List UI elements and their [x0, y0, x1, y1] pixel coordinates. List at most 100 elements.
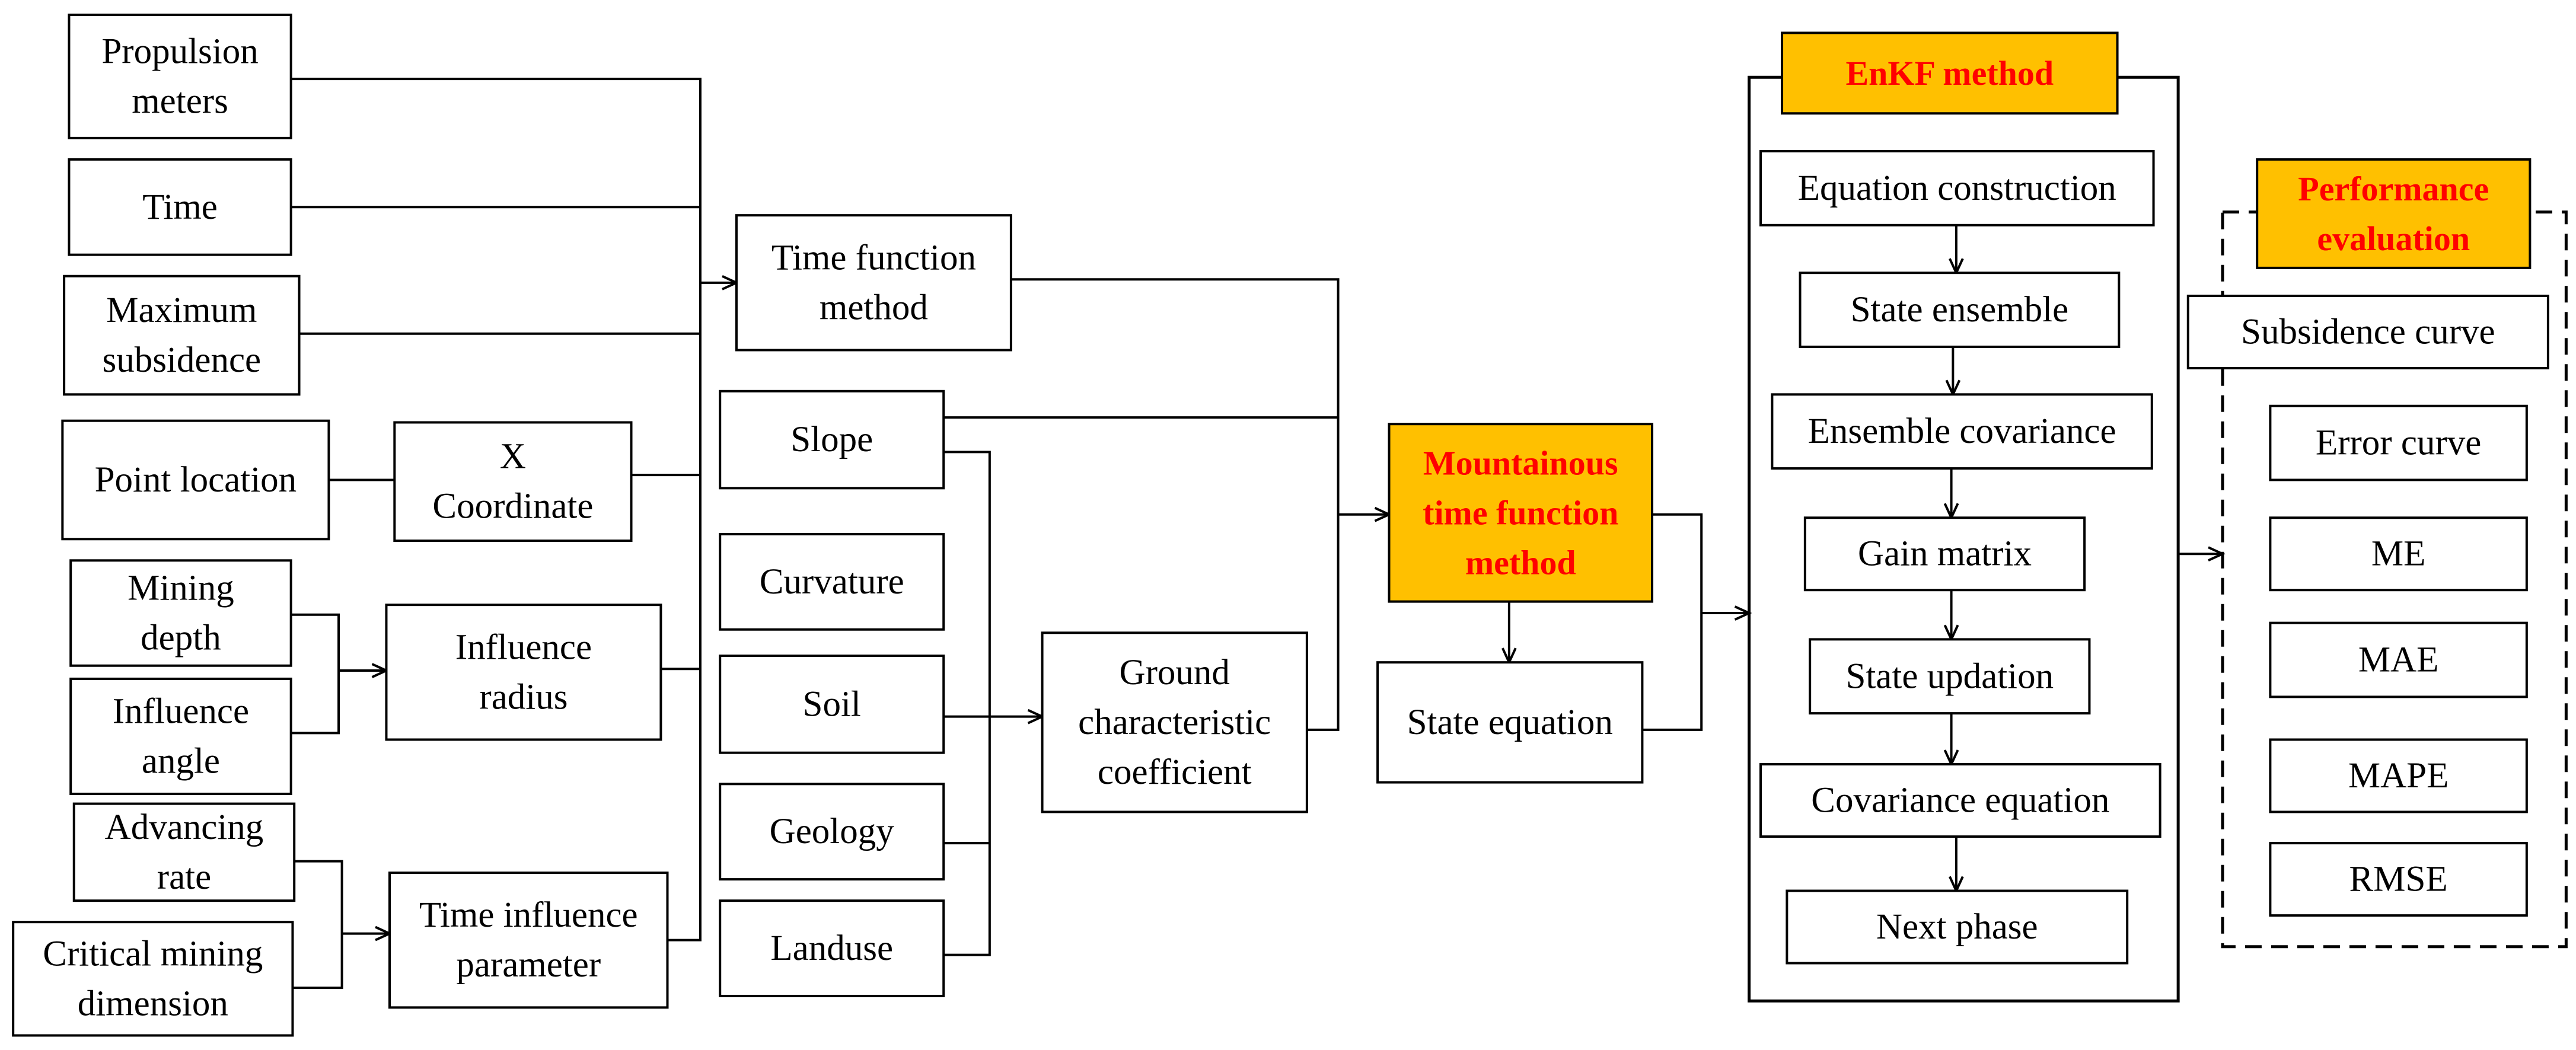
node-time-function-method: Time function method: [735, 214, 1012, 352]
node-box: [2269, 842, 2528, 917]
node-box: [719, 390, 945, 490]
arrowhead: [1734, 605, 1752, 621]
node-label: Point location: [95, 460, 297, 500]
node-label: RMSE: [2349, 860, 2448, 899]
node-label: parameter: [456, 945, 601, 985]
node-box: [1771, 393, 2153, 470]
connector-line: [943, 451, 991, 956]
node-label: Propulsion: [101, 31, 258, 71]
node-label: Maximum: [106, 291, 257, 330]
node-label: MAE: [2358, 640, 2439, 680]
node-box: [719, 783, 945, 881]
node-box: [69, 559, 292, 667]
node-label: Equation construction: [1798, 168, 2116, 208]
node-label: Performance: [2298, 170, 2489, 208]
node-label: ME: [2371, 534, 2426, 574]
node-label: State ensemble: [1851, 290, 2069, 330]
node-label: Landuse: [770, 928, 893, 968]
node-time-influence-parameter: Time influence parameter: [388, 872, 669, 1009]
nodes: PropulsionmetersTimeMaximumsubsidencePoi…: [12, 13, 2549, 1037]
node-soil: Soil: [719, 655, 945, 754]
node-slope: Slope: [719, 390, 945, 490]
node-label: Ensemble covariance: [1808, 411, 2116, 451]
node-box: [12, 921, 294, 1037]
node-state-equation: State equation: [1376, 661, 1644, 784]
node-box: [2269, 516, 2528, 592]
connector-line: [291, 78, 702, 942]
node-box: [1803, 516, 2086, 592]
node-label: Error curve: [2316, 423, 2481, 463]
node-label: Coordinate: [432, 487, 593, 526]
node-label: characteristic: [1078, 703, 1271, 742]
arrowhead: [2208, 546, 2226, 562]
node-box: [1799, 272, 2121, 348]
node-mae: MAE: [2269, 621, 2528, 698]
node-label: Curvature: [760, 562, 904, 602]
node-box: [2186, 294, 2549, 369]
node-label: radius: [479, 677, 568, 717]
node-box: [1786, 889, 2129, 965]
node-label: method: [820, 288, 928, 327]
node-label: Influence: [113, 691, 249, 731]
node-box: [1388, 423, 1654, 603]
node-label: MAPE: [2348, 756, 2449, 796]
node-label: Ground: [1120, 653, 1230, 692]
node-state-updation: State updation: [1809, 638, 2091, 715]
node-box: [63, 275, 301, 396]
node-label: coefficient: [1098, 752, 1252, 792]
node-label: State updation: [1845, 656, 2054, 696]
node-label: Advancing: [105, 808, 264, 847]
node-label: Gain matrix: [1858, 534, 2032, 574]
node-advancing-rate: Advancing rate: [72, 802, 296, 902]
node-box: [2269, 404, 2528, 481]
node-performance-evaluation: Performance evaluation: [2256, 158, 2532, 269]
node-equation-construction: Equation construction: [1759, 150, 2155, 226]
node-label: rate: [157, 857, 211, 897]
node-label: Covariance equation: [1811, 781, 2109, 821]
node-influence-radius: Influence radius: [385, 604, 662, 741]
node-x-coordinate: X Coordinate: [393, 421, 633, 542]
node-rmse: RMSE: [2269, 842, 2528, 917]
node-label: evaluation: [2317, 219, 2470, 258]
node-box: [68, 158, 292, 256]
node-label: time function: [1423, 493, 1618, 532]
node-box: [1759, 763, 2161, 838]
node-label: Critical mining: [43, 934, 263, 974]
node-curvature: Curvature: [719, 532, 945, 631]
node-box: [2269, 621, 2528, 698]
node-box: [61, 419, 330, 541]
node-label: State equation: [1407, 703, 1613, 742]
node-geology: Geology: [719, 783, 945, 881]
node-box: [385, 604, 662, 741]
node-covariance-equation: Covariance equation: [1759, 763, 2161, 838]
node-critical-mining-dimension: Critical mining dimension: [12, 921, 294, 1037]
node-label: Time: [142, 187, 218, 227]
node-subsidence-curve: Subsidence curve: [2186, 294, 2549, 369]
node-label: Influence: [455, 627, 592, 667]
node-box: [393, 421, 633, 542]
connector-line: [1642, 513, 1703, 731]
node-box: [1781, 31, 2119, 115]
node-label: depth: [141, 618, 221, 658]
node-box: [68, 13, 292, 139]
node-label: X: [500, 437, 526, 477]
node-error-curve: Error curve: [2269, 404, 2528, 481]
node-label: Slope: [790, 420, 873, 459]
node-state-ensemble: State ensemble: [1799, 272, 2121, 348]
node-time: Time: [68, 158, 292, 256]
node-label: dimension: [78, 984, 228, 1023]
node-landuse: Landuse: [719, 899, 945, 997]
node-label: Next phase: [1876, 907, 2038, 947]
connector-line: [291, 613, 340, 735]
node-point-location: Point location: [61, 419, 330, 541]
node-label: Time influence: [419, 895, 638, 935]
node-ensemble-covariance: Ensemble covariance: [1771, 393, 2153, 470]
connector-line: [1010, 278, 1340, 731]
node-mape: MAPE: [2269, 738, 2528, 813]
node-label: Mountainous: [1423, 443, 1618, 482]
node-label: Time function: [771, 238, 976, 277]
node-box: [719, 532, 945, 631]
